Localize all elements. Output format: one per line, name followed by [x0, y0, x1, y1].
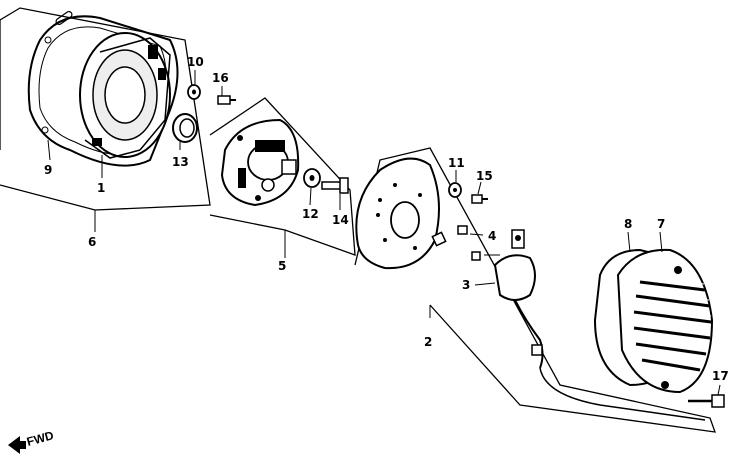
label-part-16: 16 — [212, 71, 229, 85]
label-part-9: 9 — [44, 163, 52, 177]
bolt-part-16 — [217, 86, 236, 105]
housing-part-1 — [79, 32, 171, 159]
washer-part-10 — [187, 70, 201, 100]
bolt-part-17 — [688, 384, 725, 408]
label-part-1: 1 — [97, 181, 105, 195]
wire-lead — [539, 367, 706, 421]
label-part-3: 3 — [462, 278, 470, 292]
group-5-outline — [209, 97, 356, 256]
label-part-4: 4 — [488, 229, 496, 243]
label-part-8: 8 — [624, 217, 632, 231]
label-part-17: 17 — [712, 369, 729, 383]
label-part-10: 10 — [187, 55, 204, 69]
cover-part-7 — [616, 231, 714, 394]
label-part-7: 7 — [657, 217, 665, 231]
washer-part-11 — [448, 170, 462, 198]
label-part-2: 2 — [424, 335, 432, 349]
bolt-part-14 — [321, 177, 349, 210]
washer-part-12 — [303, 168, 321, 206]
pickup-part-3 — [474, 229, 544, 369]
label-part-14: 14 — [332, 213, 349, 227]
fitting-part-4 — [431, 225, 500, 261]
bolt-part-15 — [471, 181, 488, 204]
base-plate — [355, 157, 440, 270]
label-part-6: 6 — [88, 235, 96, 249]
label-part-15: 15 — [476, 169, 493, 183]
label-part-11: 11 — [448, 156, 465, 170]
label-part-13: 13 — [172, 155, 189, 169]
group-2-outline — [354, 147, 716, 433]
label-part-5: 5 — [278, 259, 286, 273]
label-part-12: 12 — [302, 207, 319, 221]
fwd-arrow: FWD — [8, 428, 55, 454]
fwd-label: FWD — [25, 428, 55, 449]
oil-seal-part-13 — [172, 113, 198, 150]
pulser-plate-part-5 — [220, 118, 300, 207]
